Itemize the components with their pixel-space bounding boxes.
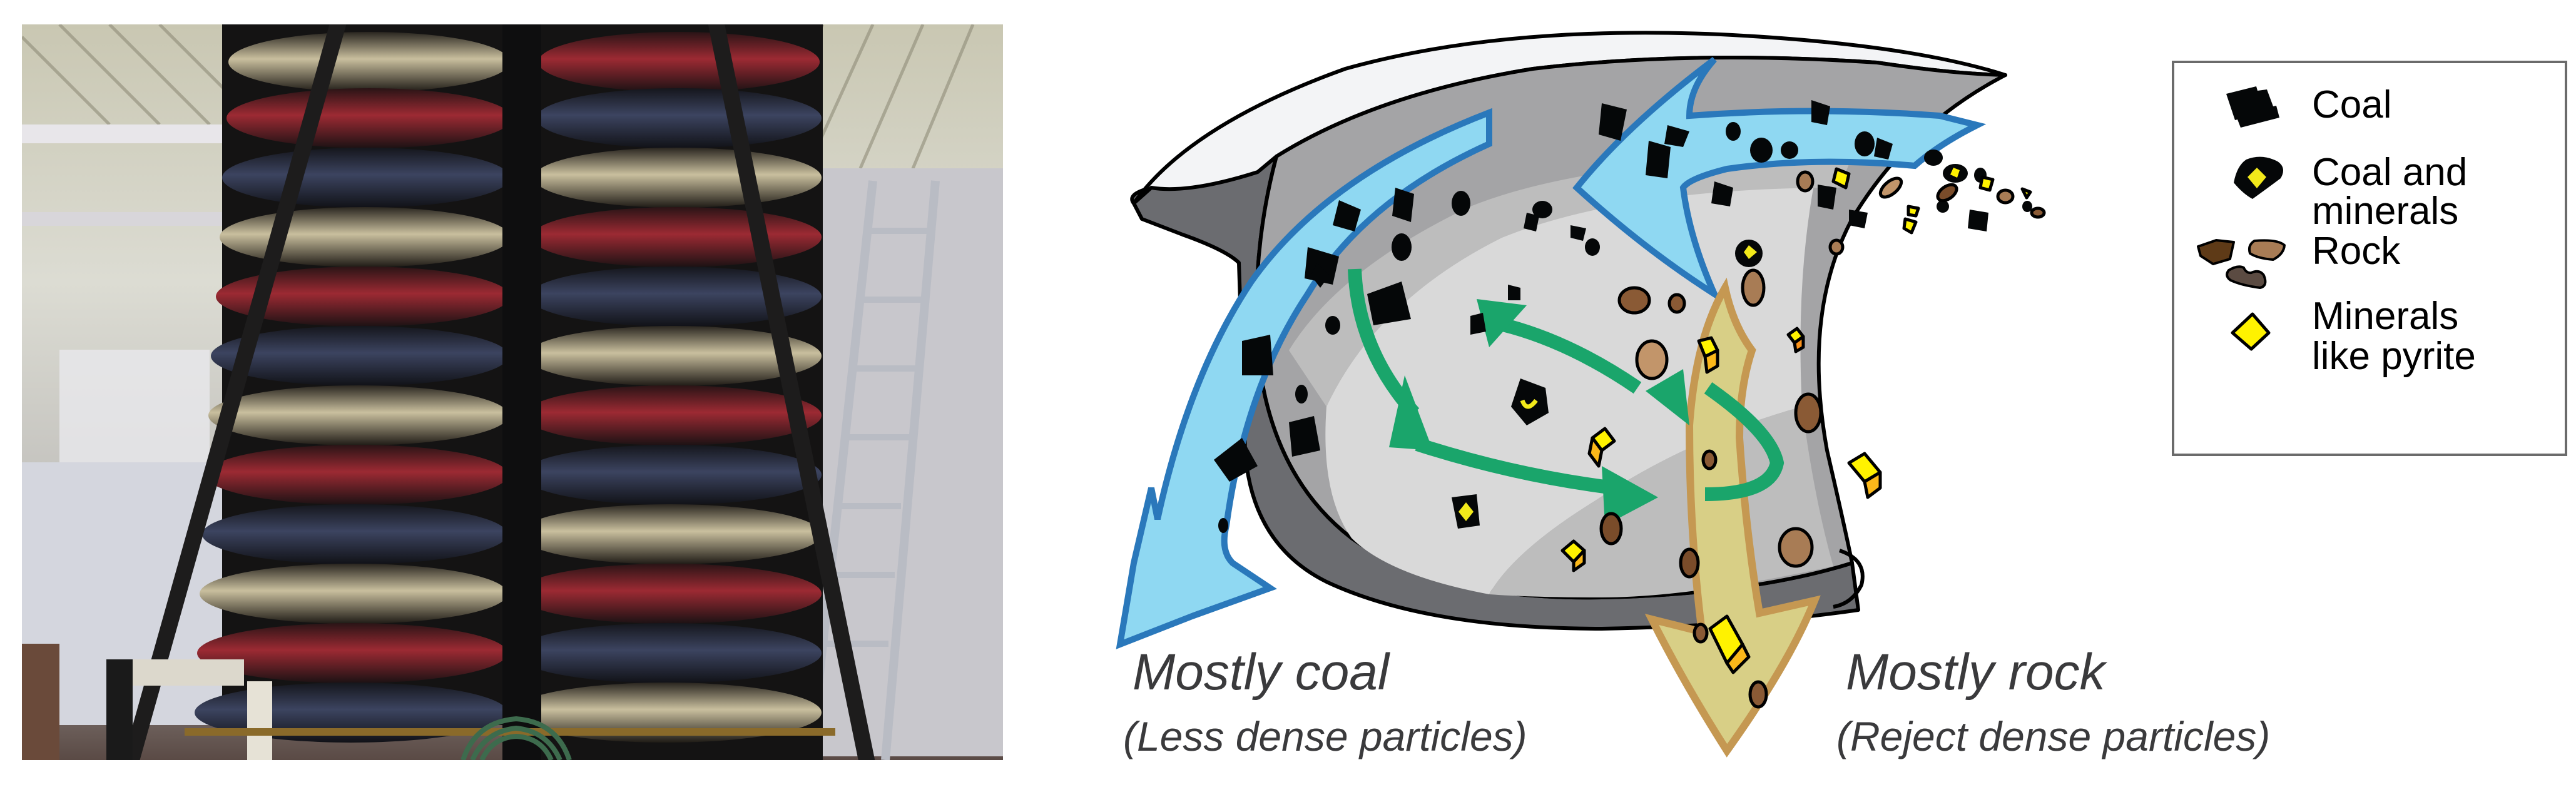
pyrite-inclusion-icon (2248, 168, 2266, 188)
legend-label-rock: Rock (2312, 230, 2401, 273)
rock-flow-arrow (1644, 277, 1821, 758)
legend-label-coal-and-minerals-line2: minerals (2312, 190, 2458, 233)
secondary-flow-arrows (1348, 268, 1784, 501)
legend-label-coal-and-minerals-line1: Coal and (2312, 151, 2467, 194)
legend-item-rock: Rock (2197, 230, 2401, 289)
spiral-separation-diagram: Mostly coal (Less dense particles) Mostl… (1026, 0, 2576, 797)
legend-item-pyrite: Minerals like pyrite (2231, 295, 2476, 378)
rock-particles (1599, 170, 2046, 709)
coal-icon (2226, 86, 2279, 128)
legend-label-pyrite-line1: Minerals (2312, 295, 2458, 338)
photo-image (22, 24, 1003, 760)
output-label-rock: Mostly rock (Reject dense particles) (1836, 644, 2270, 759)
left-spiral-stack (195, 24, 512, 743)
diagram-canvas: Mostly coal (Less dense particles) Mostl… (1116, 31, 2567, 759)
legend-item-coal-and-minerals: Coal and minerals (2234, 151, 2467, 233)
rock-icon (2197, 239, 2286, 289)
legend-label-pyrite-line2: like pyrite (2312, 335, 2476, 378)
coal-particles (1214, 100, 2032, 533)
legend: Coal Coal and minerals Rock Minerals (2172, 61, 2567, 456)
spiral-concentrator-photo (22, 24, 1003, 760)
pyrite-particles (1560, 167, 2032, 674)
legend-box (2172, 61, 2567, 456)
legend-item-coal: Coal (2226, 83, 2392, 128)
coal-output-title: Mostly coal (1133, 644, 1391, 701)
rock-output-title: Mostly rock (1846, 644, 2108, 701)
pyrite-icon (2231, 312, 2271, 351)
coal-flow-arrow-top (1572, 57, 1987, 303)
legend-label-coal: Coal (2312, 83, 2392, 126)
output-label-coal: Mostly coal (Less dense particles) (1123, 644, 1527, 759)
secondary-flow-arrowheads (1389, 299, 1689, 525)
right-spiral-stack (511, 24, 823, 760)
coal-mineral-particles (1452, 164, 1968, 529)
coal-output-subtitle: (Less dense particles) (1123, 713, 1527, 759)
rock-output-subtitle: (Reject dense particles) (1836, 713, 2270, 759)
